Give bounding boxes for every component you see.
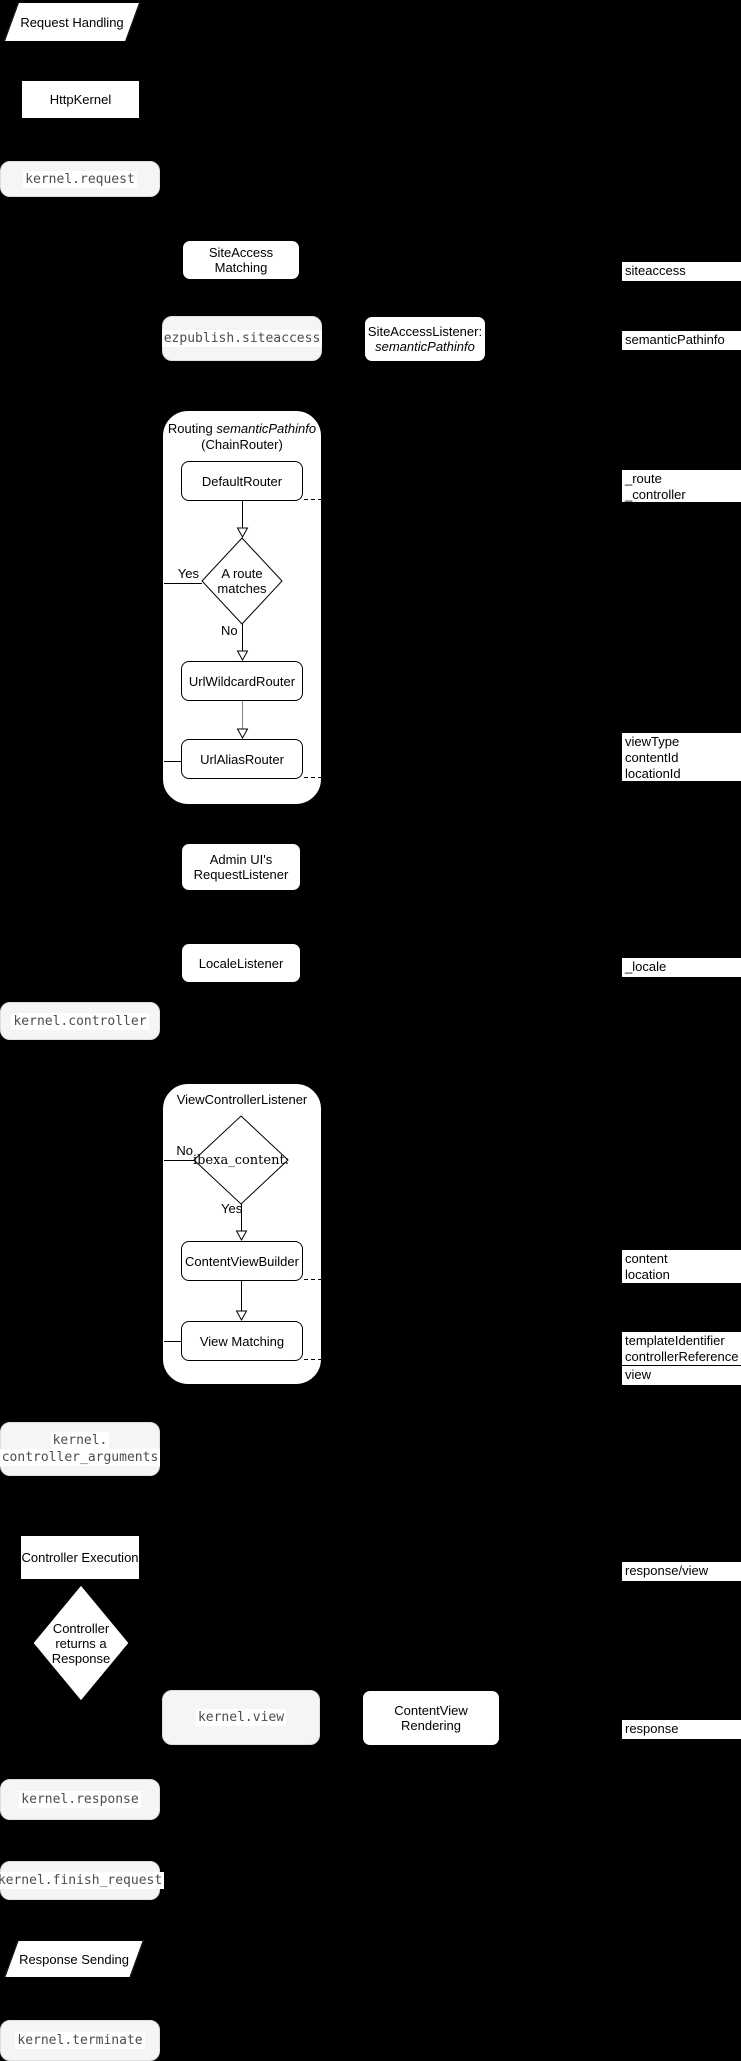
siteaccess-matching-label: SiteAccess Matching [208,245,274,275]
http-kernel-node: HttpKernel [21,80,140,119]
controller-returns-response-decision: Controller returns a Response [28,1580,134,1706]
ibexa-content-label: ibexa_content: [192,1152,290,1168]
vcl-connectors [164,1115,322,1360]
response-sending-label: Response Sending [19,1951,129,1967]
kernel-response-event: kernel.response [0,1779,160,1820]
url-wildcard-router-label: UrlWildcardRouter [188,673,296,689]
view-matching-node: View Matching [181,1321,303,1361]
request-handling-parallelogram: Request Handling [3,2,141,42]
side-label-template-controller-ref: templateIdentifier controllerReference [622,1332,741,1365]
locale-text: _locale [625,959,667,974]
kernel-controller-label: kernel.controller [11,1012,149,1030]
response-diamond-shape [32,1584,130,1702]
kernel-response-label: kernel.response [19,1791,141,1808]
location-text: location [625,1267,670,1282]
side-label-response-view: response/view [622,1562,741,1581]
content-text: content [625,1251,668,1266]
route-matches-yes-label: Yes [177,566,199,581]
siteaccess-listener-line1: SiteAccessListener: [367,324,483,339]
route-matches-line1: A route [221,566,263,581]
side-label-siteaccess: siteaccess [622,262,741,281]
ezpublish-siteaccess-event: ezpublish.siteaccess [161,316,323,361]
kernel-controller-arguments-line2: controller_arguments [0,1449,161,1466]
side-label-locale: _locale [622,958,741,977]
kernel-view-event: kernel.view [162,1690,320,1745]
url-alias-router-node: UrlAliasRouter [181,739,303,779]
url-wildcard-router-node: UrlWildcardRouter [181,661,303,701]
routing-title-italic: semanticPathinfo [216,421,317,436]
kernel-terminate-label: kernel.terminate [15,2032,145,2049]
vcl-group-title: ViewControllerListener [176,1092,308,1107]
controller-execution-label: Controller Execution [21,1550,139,1565]
routing-chainrouter-group: Routing semanticPathinfo (ChainRouter) D… [162,410,322,805]
routing-group-subtitle: (ChainRouter) [201,437,283,452]
content-id-text: contentId [625,750,679,765]
controller-execution-node: Controller Execution [20,1535,140,1580]
kernel-finish-request-event: kernel.finish_request [0,1861,165,1900]
controller-text: _controller [625,487,686,502]
controller-reference-text: controllerReference [625,1349,739,1364]
side-label-semantic-pathinfo: semanticPathinfo [622,331,741,350]
kernel-finish-request-label: kernel.finish_request [0,1872,165,1889]
locale-listener-node: LocaleListener [181,943,301,983]
view-matching-label: View Matching [199,1333,285,1349]
contentview-rendering-node: ContentView Rendering [362,1690,500,1746]
route-text: _route [625,471,662,486]
ibexa-content-yes-label: Yes [221,1201,243,1216]
ibexa-content-decision: ibexa_content: [192,1116,290,1204]
routing-connectors [164,499,322,778]
route-matches-decision: A route matches [202,538,282,624]
route-matches-line2: matches [217,581,267,596]
content-view-builder-node: ContentViewBuilder [181,1241,303,1281]
location-id-text: locationId [625,766,681,781]
siteaccess-matching-node: SiteAccess Matching [182,240,300,280]
admin-ui-line1: Admin UI's [209,852,273,867]
kernel-terminate-event: kernel.terminate [0,2020,160,2061]
response-view-text: response/view [625,1563,709,1578]
kernel-request-event: kernel.request [0,161,160,197]
kernel-view-label: kernel.view [195,1709,287,1726]
view-controller-listener-group: ViewControllerListener ibexa_content: No… [162,1083,322,1385]
siteaccess-text: siteaccess [625,263,686,278]
view-text: view [625,1367,652,1382]
controller-returns-response-text: Controller returns a Response [33,1585,129,1701]
default-router-label: DefaultRouter [201,473,283,489]
contentview-rendering-label: ContentView Rendering [394,1703,468,1733]
default-router-node: DefaultRouter [181,461,303,501]
crr-line1: Controller [52,1620,110,1636]
admin-ui-line2: RequestListener [193,867,289,882]
crr-line2: returns a [55,1635,107,1651]
side-label-view-type-content-location: viewType contentId locationId [622,733,741,781]
request-handling-label: Request Handling [20,14,124,30]
ibexa-content-no-label: No [176,1143,193,1158]
url-alias-router-label: UrlAliasRouter [200,751,284,767]
semantic-pathinfo-text: semanticPathinfo [625,332,725,347]
side-label-view: view [622,1366,741,1385]
kernel-controller-arguments-line1: kernel. [50,1432,110,1449]
http-kernel-label: HttpKernel [49,92,112,107]
crr-line3: Response [51,1650,111,1666]
view-type-text: viewType [625,734,680,749]
side-label-route-controller: _route _controller [622,470,741,502]
kernel-controller-event: kernel.controller [0,1002,160,1040]
routing-title-prefix: Routing [167,421,217,436]
template-identifier-text: templateIdentifier [625,1333,725,1348]
response-sending-parallelogram: Response Sending [4,1940,144,1978]
content-view-builder-label: ContentViewBuilder [185,1253,299,1269]
kernel-request-label: kernel.request [23,170,137,188]
side-label-content-location: content location [622,1250,741,1283]
kernel-controller-arguments-event: kernel. controller_arguments [0,1422,161,1476]
siteaccess-listener-node: SiteAccessListener: semanticPathinfo [364,316,486,362]
routing-group-title: Routing semanticPathinfo [163,421,321,437]
siteaccess-listener-line2: semanticPathinfo [375,339,475,354]
response-text: response [625,1721,679,1736]
locale-listener-label: LocaleListener [198,955,284,971]
admin-ui-request-listener-node: Admin UI's RequestListener [181,843,301,891]
ezpublish-siteaccess-label: ezpublish.siteaccess [161,330,323,347]
side-label-response: response [622,1720,741,1739]
route-matches-no-label: No [221,623,238,638]
